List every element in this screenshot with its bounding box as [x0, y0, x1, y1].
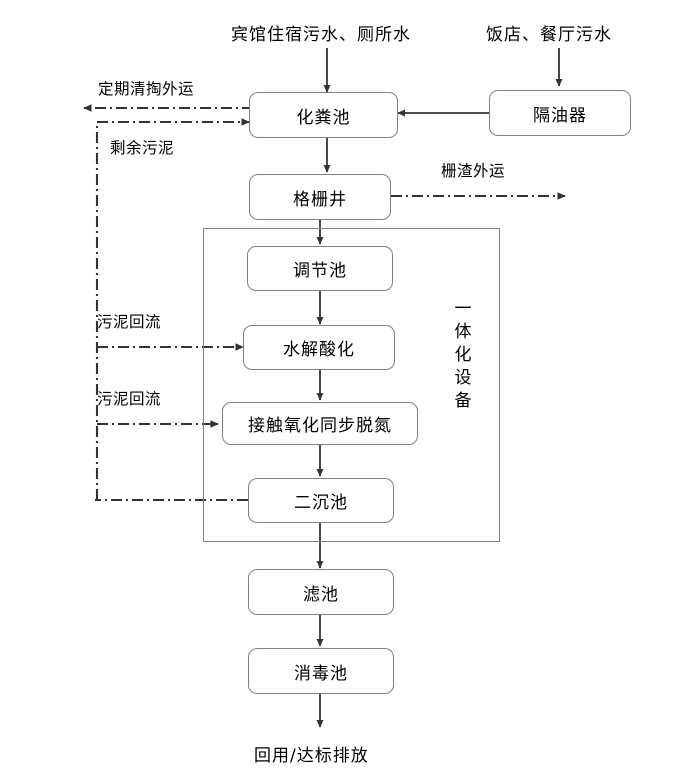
edge-label-screen-residue: 栅渣外运: [441, 162, 506, 180]
node-secondary-clarifier[interactable]: 二沉池: [248, 478, 394, 523]
edge-label-sludge-return-lower: 污泥回流: [97, 390, 162, 408]
edge-label-periodic-removal: 定期清掏外运: [98, 80, 195, 98]
input-label-restaurant: 饭店、餐厅污水: [486, 25, 612, 45]
output-label-final: 回用/达标排放: [254, 746, 369, 766]
node-filter-tank[interactable]: 滤池: [248, 569, 394, 615]
integrated-equipment-char-3: 化: [454, 345, 472, 366]
node-hydrolysis-acidification[interactable]: 水解酸化: [243, 325, 395, 370]
node-contact-oxidation[interactable]: 接触氧化同步脱氮: [222, 402, 418, 445]
node-grille-well[interactable]: 格栅井: [249, 174, 391, 220]
node-septic-tank[interactable]: 化粪池: [249, 92, 398, 138]
integrated-equipment-char-1: 一: [454, 299, 472, 319]
integrated-equipment-label: 一 体 化 设 备: [452, 298, 474, 414]
integrated-equipment-container: [203, 228, 500, 542]
input-label-hotel: 宾馆住宿污水、厕所水: [231, 25, 411, 45]
node-regulating-tank[interactable]: 调节池: [247, 246, 393, 291]
integrated-equipment-char-4: 设: [454, 368, 472, 389]
node-disinfection-tank[interactable]: 消毒池: [248, 648, 394, 694]
node-oil-separator[interactable]: 隔油器: [489, 90, 631, 136]
edge-label-sludge-return-upper: 污泥回流: [97, 313, 162, 331]
integrated-equipment-char-2: 体: [454, 322, 472, 343]
integrated-equipment-char-5: 备: [454, 391, 472, 412]
edge-label-excess-sludge: 剩余污泥: [110, 139, 175, 157]
